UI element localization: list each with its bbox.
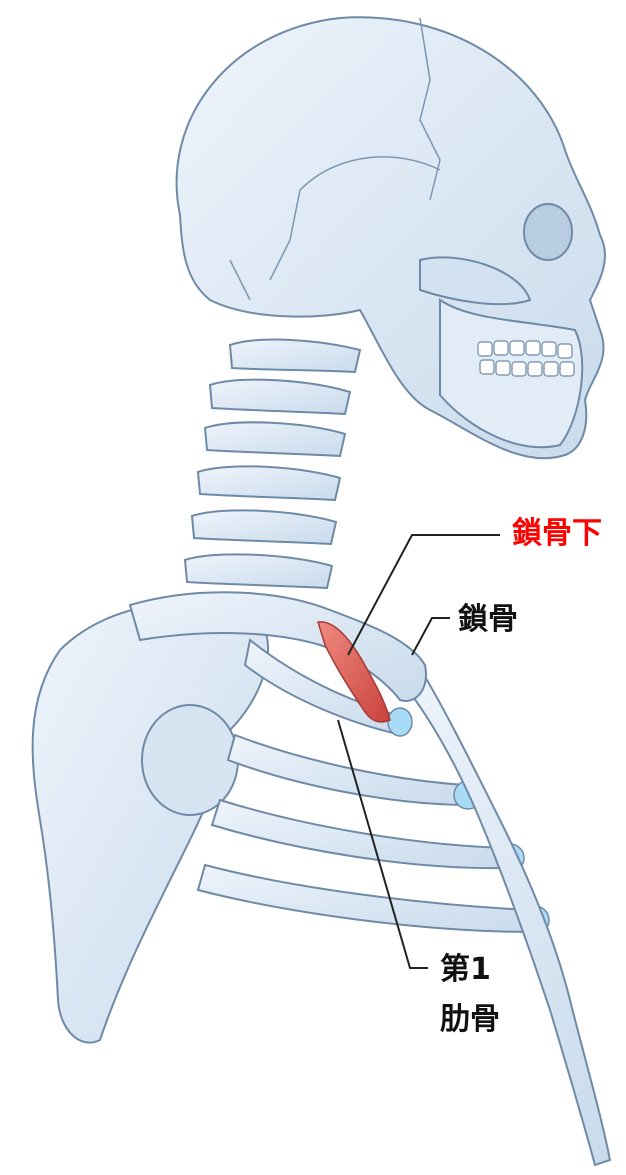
label-clavicle: 鎖骨 [458, 602, 518, 638]
cervical-spine [185, 340, 360, 588]
leader-line-clavicle [412, 618, 450, 655]
rib-4 [198, 865, 535, 932]
label-subclavius: 鎖骨下 [512, 516, 602, 552]
label-first-rib-line2: 肋骨 [440, 1002, 500, 1038]
humeral-head [142, 705, 238, 815]
label-first-rib-line1: 第1 [440, 952, 491, 988]
eye-socket [524, 204, 572, 260]
rib-3 [212, 800, 510, 868]
rib-2 [228, 735, 470, 805]
